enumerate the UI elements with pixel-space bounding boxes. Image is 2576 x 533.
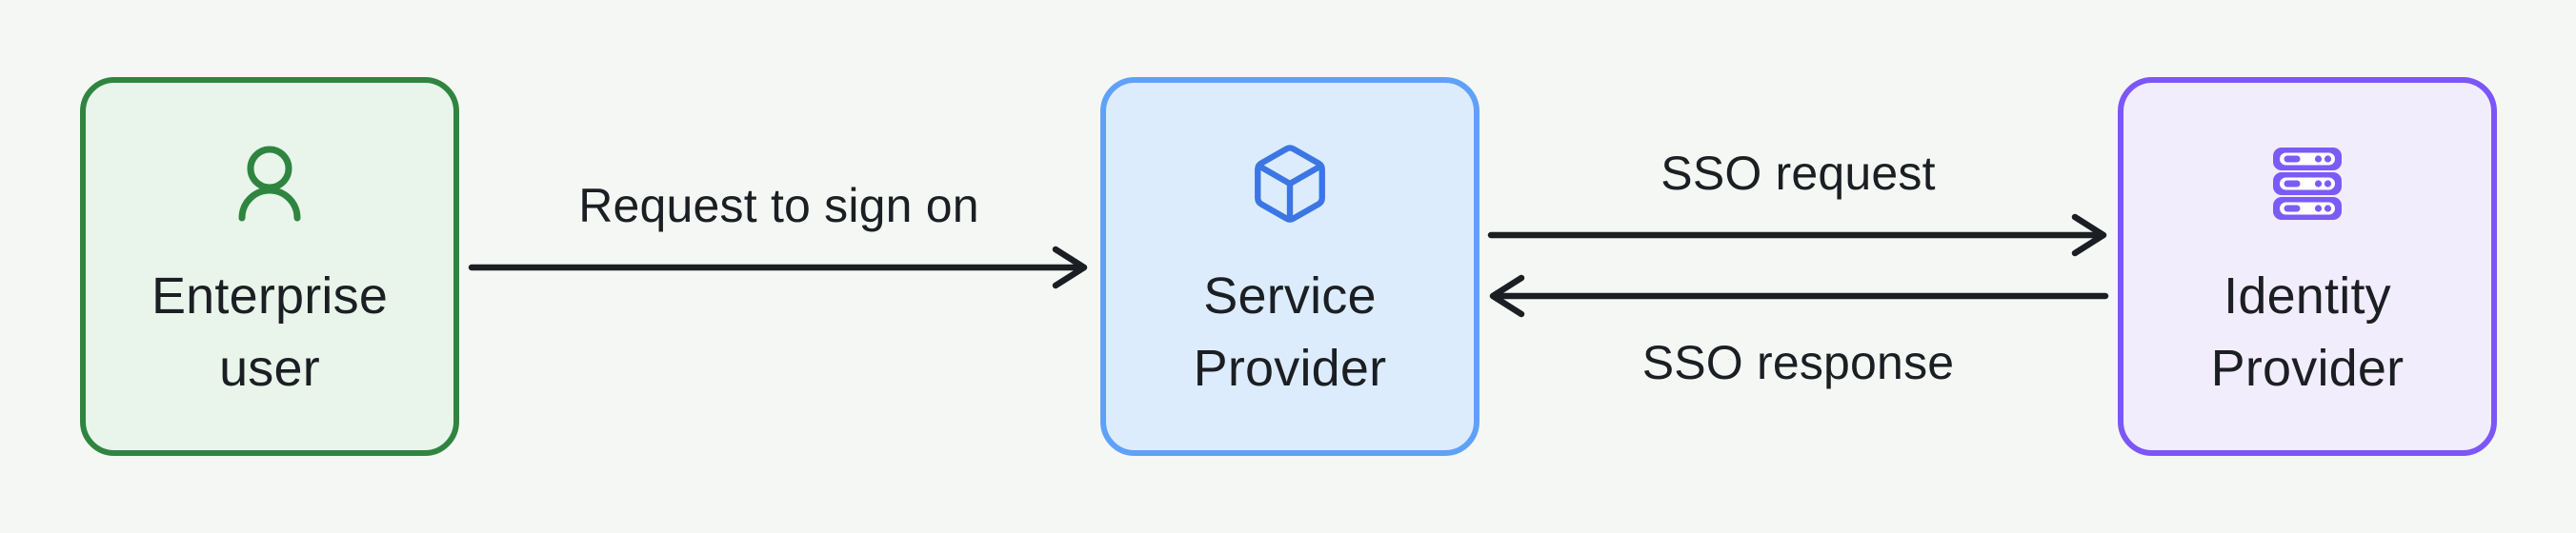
node-label-line: user xyxy=(219,340,320,397)
node-identity-provider: Identity Provider xyxy=(2118,77,2497,456)
edge-label-sso-response: SSO response xyxy=(1641,336,1955,389)
node-service-provider: Service Provider xyxy=(1100,77,1479,456)
node-label-enterprise-user: Enterprise user xyxy=(86,260,453,405)
node-label-line: Identity xyxy=(2224,267,2391,325)
node-label-line: Service xyxy=(1203,267,1377,325)
node-label-line: Enterprise xyxy=(151,267,389,325)
node-enterprise-user: Enterprise user xyxy=(80,77,459,456)
server-icon xyxy=(2123,138,2491,229)
node-label-line: Provider xyxy=(1193,340,1387,397)
node-label-line: Provider xyxy=(2210,340,2405,397)
edge-label-request-to-sign-on: Request to sign on xyxy=(578,179,979,232)
user-icon xyxy=(86,138,453,229)
cube-icon xyxy=(1106,138,1474,229)
sso-response-arrow xyxy=(1489,274,2109,318)
sso-request-arrow xyxy=(1487,213,2107,257)
node-label-service-provider: Service Provider xyxy=(1106,260,1474,405)
edge-label-sso-request: SSO request xyxy=(1660,147,1936,200)
node-label-identity-provider: Identity Provider xyxy=(2123,260,2491,405)
request-to-sign-on-arrow xyxy=(468,246,1088,289)
